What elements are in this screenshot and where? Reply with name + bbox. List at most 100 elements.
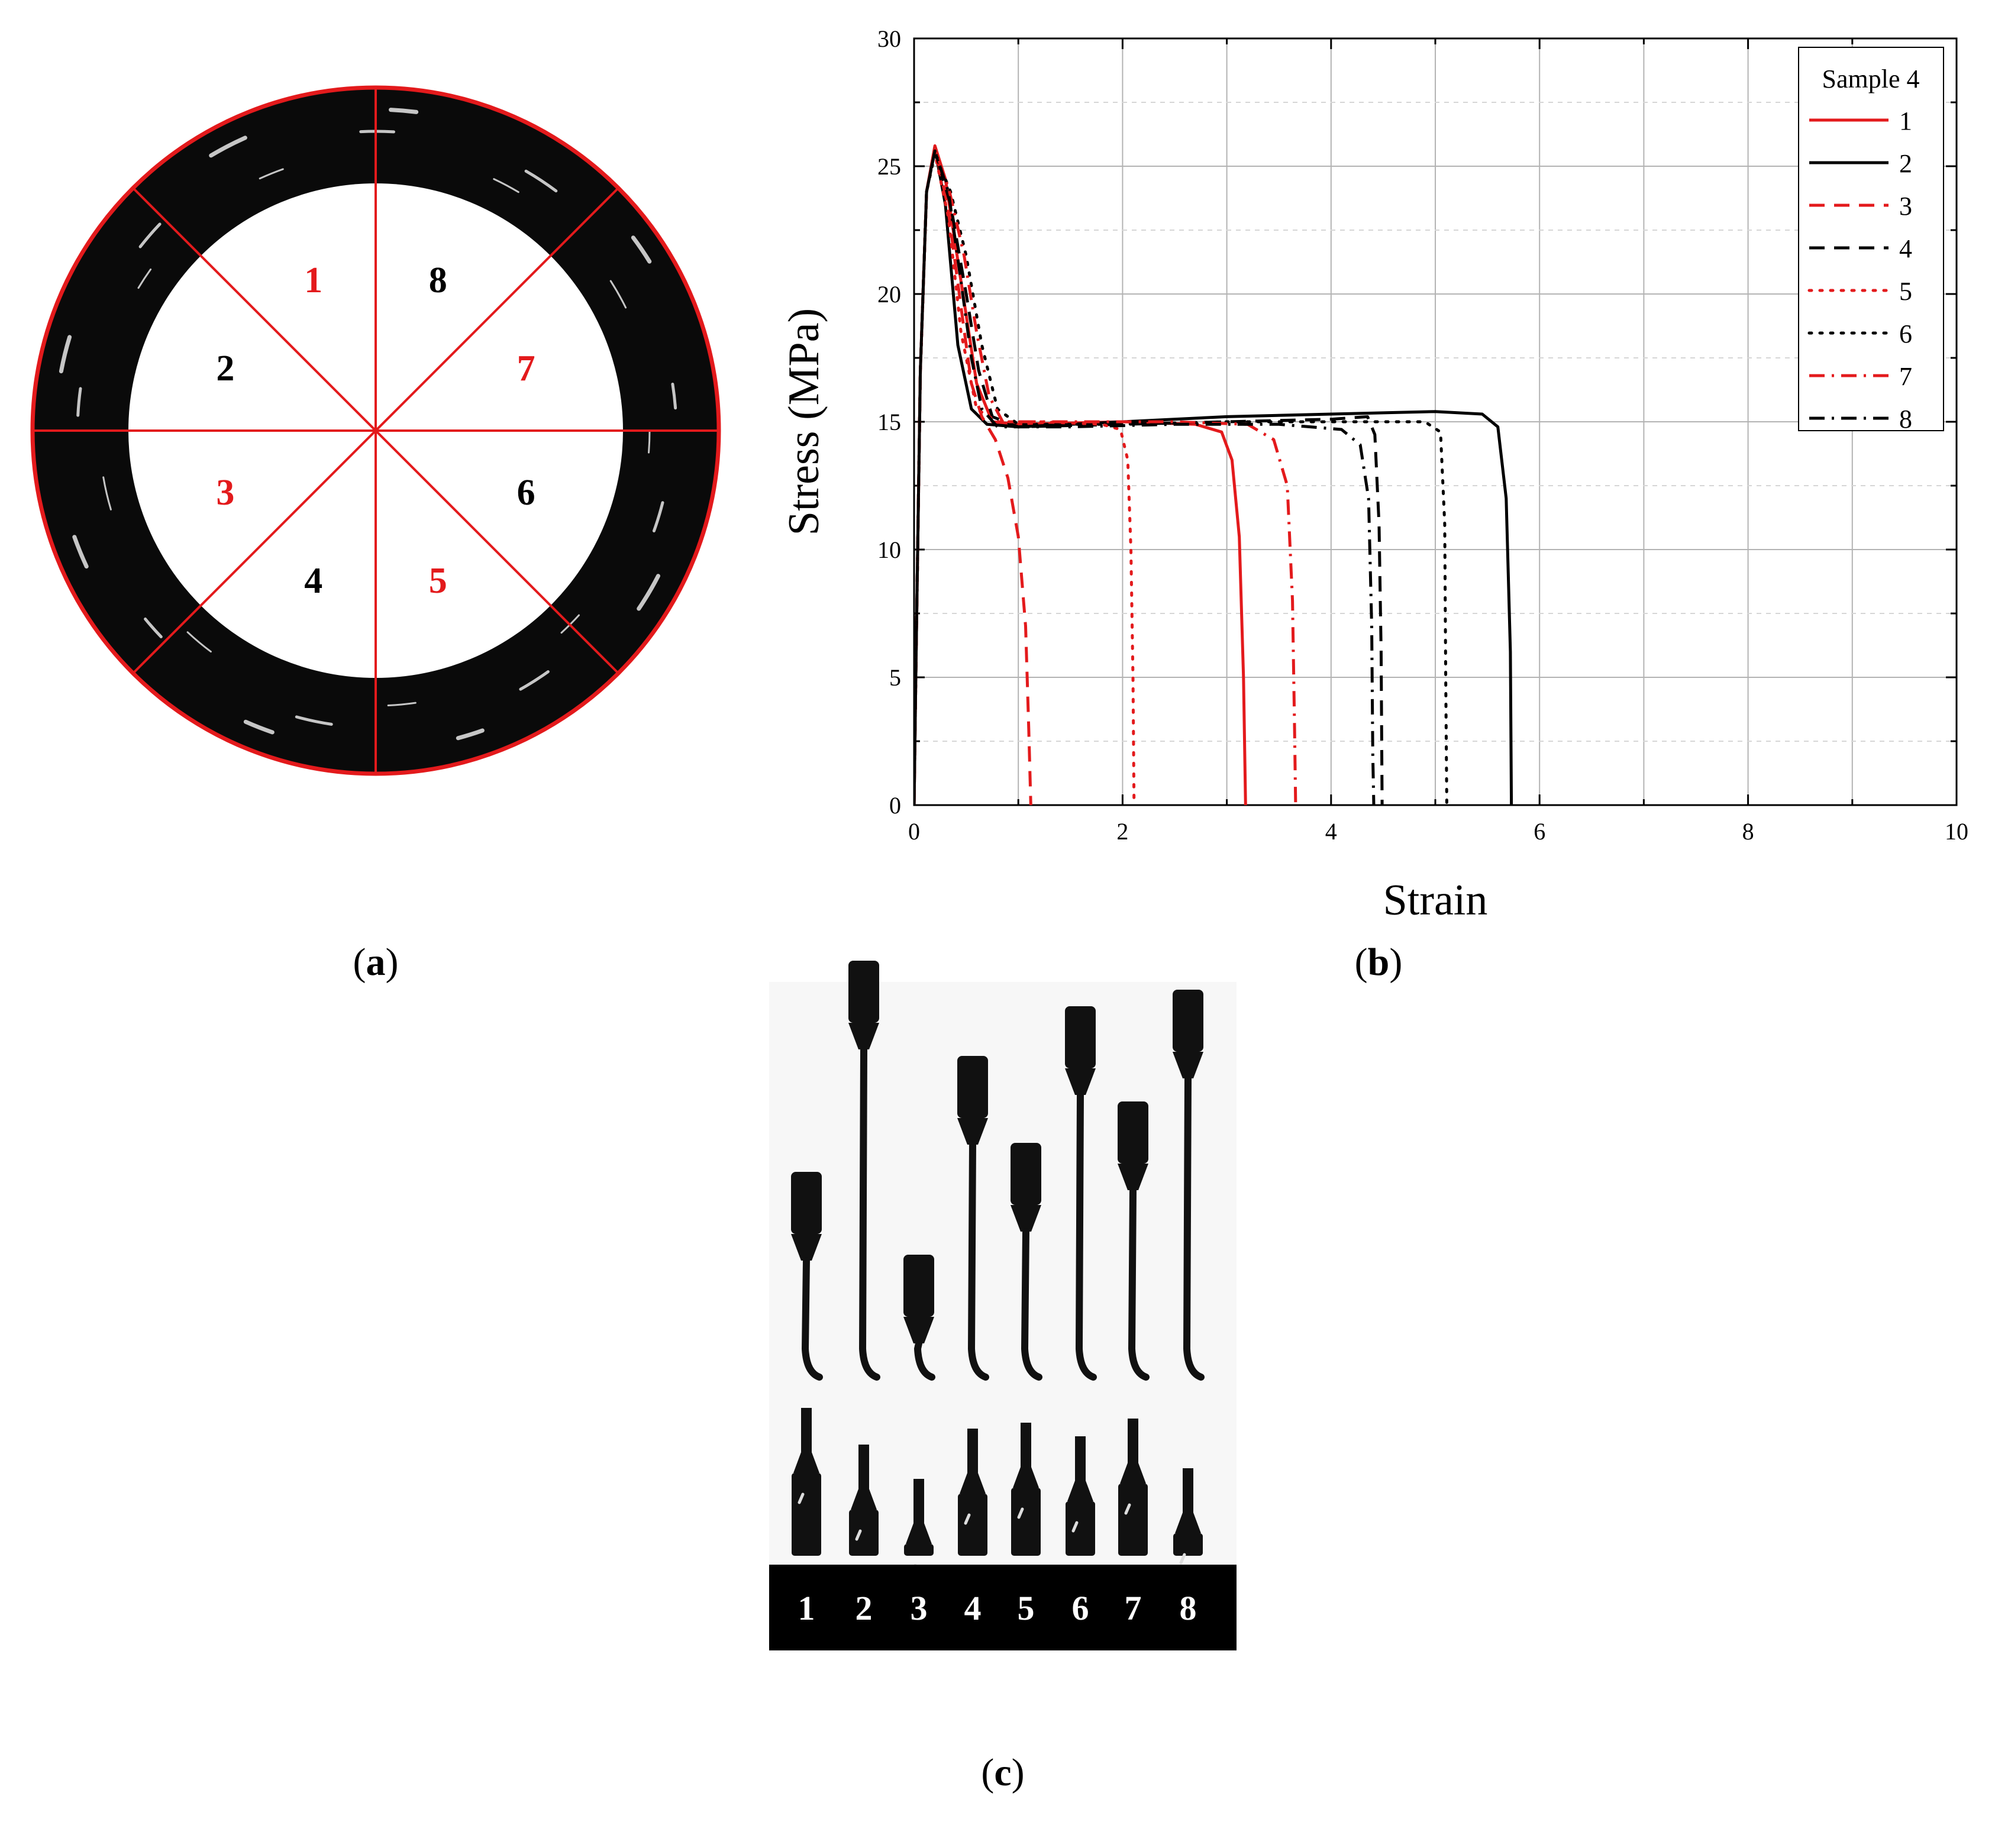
specimen-lower-grip bbox=[849, 1510, 879, 1556]
x-tick-labels: 0 2 4 6 8 10 bbox=[908, 818, 1968, 845]
legend-label-6: 6 bbox=[1899, 319, 1912, 348]
specimen-shoulder bbox=[1065, 1068, 1096, 1095]
legend-label-7: 7 bbox=[1899, 362, 1912, 391]
ring-reflection-streak bbox=[637, 574, 660, 611]
specimen-lower-grip bbox=[904, 1544, 934, 1556]
x-tick-label: 10 bbox=[1945, 818, 1968, 845]
panel-label-c: (c) bbox=[981, 1751, 1024, 1794]
specimen-lower-grip bbox=[792, 1473, 821, 1556]
specimen-shoulder bbox=[1011, 1205, 1041, 1232]
ring-reflection-streak bbox=[671, 382, 677, 410]
specimen-lower-grip bbox=[1011, 1488, 1041, 1556]
ring-reflection-streak bbox=[76, 387, 82, 417]
specimen-lower-grip bbox=[1066, 1501, 1095, 1556]
x-tick-label: 0 bbox=[908, 818, 920, 845]
legend-label-3: 3 bbox=[1899, 192, 1912, 221]
specimen-4 bbox=[957, 1056, 989, 1556]
ring-reflection-streak bbox=[59, 335, 72, 374]
specimen-upper-grip bbox=[1011, 1143, 1041, 1205]
specimen-glint bbox=[964, 1513, 971, 1525]
specimen-shoulder bbox=[848, 1023, 879, 1049]
specimen-number-8: 8 bbox=[1180, 1589, 1197, 1627]
ring-reflection-streak bbox=[259, 168, 284, 180]
specimen-lower-stub bbox=[851, 1445, 877, 1510]
y-tick-label: 20 bbox=[877, 281, 901, 308]
legend-title: Sample 4 bbox=[1822, 64, 1920, 93]
ring-reflection-streak bbox=[493, 178, 519, 193]
legend-box bbox=[1798, 47, 1944, 431]
specimen-7 bbox=[1118, 1101, 1150, 1556]
specimen-upper-grip bbox=[848, 961, 879, 1023]
specimen-glint bbox=[855, 1529, 862, 1541]
ring-reflection-streak bbox=[389, 108, 419, 114]
y-tick-label: 30 bbox=[877, 25, 901, 52]
specimen-shoulder bbox=[957, 1118, 988, 1145]
specimen-6 bbox=[1065, 1006, 1097, 1556]
y-tick-label: 5 bbox=[889, 664, 901, 691]
specimen-lower-stub bbox=[960, 1429, 986, 1494]
ring-segment-label-3: 3 bbox=[216, 473, 234, 513]
panel-label-b: (b) bbox=[1355, 941, 1403, 984]
legend-label-8: 8 bbox=[1899, 405, 1912, 434]
ring-segment-label-6: 6 bbox=[517, 473, 535, 513]
specimen-shoulder bbox=[1173, 1052, 1203, 1078]
ring-reflection-streak bbox=[359, 130, 395, 134]
ring-divider-line bbox=[132, 187, 619, 674]
specimen-upper-grip bbox=[1118, 1101, 1148, 1164]
specimen-upper-grip bbox=[791, 1172, 822, 1234]
ring-reflection-streak bbox=[186, 631, 212, 653]
specimen-1 bbox=[791, 1172, 823, 1556]
specimen-stretched-neck bbox=[1075, 1091, 1097, 1381]
specimen-number-1: 1 bbox=[798, 1589, 815, 1627]
ring-reflection-streak bbox=[652, 501, 664, 532]
specimen-glint bbox=[1071, 1521, 1079, 1533]
specimen-number-6: 6 bbox=[1072, 1589, 1089, 1627]
specimen-lower-stub bbox=[1120, 1419, 1146, 1484]
x-tick-label: 4 bbox=[1325, 818, 1337, 845]
ring-reflection-streak bbox=[609, 280, 627, 309]
specimen-lower-grip bbox=[958, 1494, 987, 1556]
specimen-glint bbox=[1179, 1553, 1186, 1565]
specimen-shoulder bbox=[903, 1317, 934, 1343]
y-tick-label: 10 bbox=[877, 537, 901, 563]
specimen-lower-stub bbox=[793, 1408, 819, 1473]
specimen-stretched-neck bbox=[1128, 1187, 1150, 1381]
ring-reflection-streak bbox=[648, 429, 651, 454]
x-tick-label: 6 bbox=[1534, 818, 1545, 845]
specimen-glint bbox=[1124, 1503, 1131, 1515]
specimen-stretched-neck bbox=[1183, 1075, 1205, 1381]
specimen-stretched-neck bbox=[1021, 1228, 1042, 1381]
legend-label-5: 5 bbox=[1899, 277, 1912, 306]
ring-segment-label-2: 2 bbox=[216, 348, 234, 389]
ring-reflection-streak bbox=[138, 222, 162, 248]
specimen-lower-stub bbox=[906, 1479, 932, 1544]
specimen-stretched-neck bbox=[801, 1257, 823, 1381]
ring-reflection-streak bbox=[102, 476, 112, 511]
x-tick-label: 2 bbox=[1116, 818, 1128, 845]
specimen-lower-stub bbox=[1067, 1436, 1093, 1501]
series-line-6 bbox=[914, 151, 1448, 805]
ring-reflection-streak bbox=[144, 617, 163, 638]
specimens-background bbox=[769, 982, 1237, 1565]
x-tick-label: 8 bbox=[1742, 818, 1754, 845]
ring-reflection-streak bbox=[524, 169, 558, 193]
specimen-number-2: 2 bbox=[856, 1589, 873, 1627]
legend-label-2: 2 bbox=[1899, 149, 1912, 178]
chart-series bbox=[914, 144, 1513, 805]
x-axis-title: Strain bbox=[1383, 876, 1488, 925]
ring-segment-dividers bbox=[33, 88, 719, 774]
specimen-upper-grip bbox=[957, 1056, 988, 1118]
specimen-number-3: 3 bbox=[911, 1589, 928, 1627]
specimen-number-7: 7 bbox=[1125, 1589, 1142, 1627]
specimen-lower-stub bbox=[1013, 1423, 1039, 1488]
specimen-lower-grip bbox=[1173, 1533, 1203, 1556]
y-axis-title: Stress (MPa) bbox=[780, 308, 828, 535]
specimen-shoulder bbox=[1118, 1164, 1148, 1190]
